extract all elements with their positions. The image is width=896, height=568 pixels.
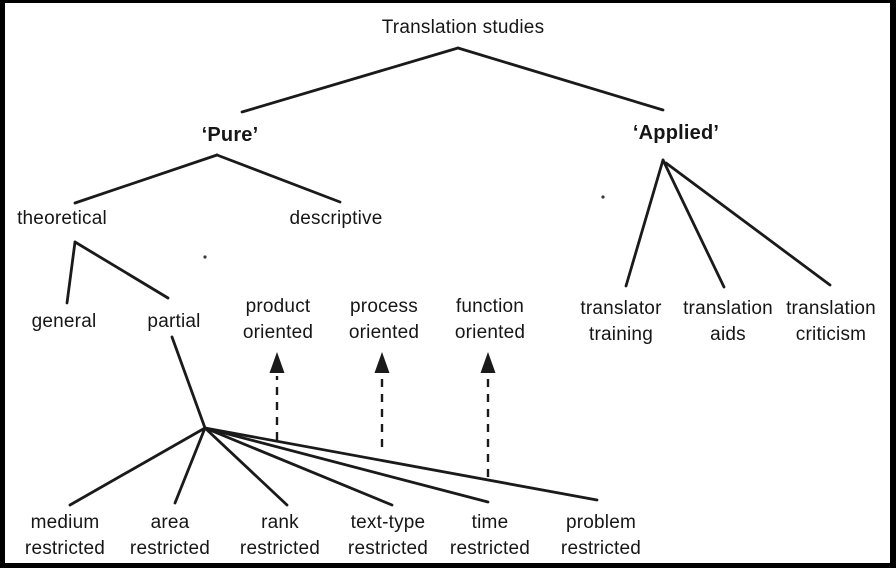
- up-arrowhead-icon: [374, 352, 390, 373]
- node-partial: partial: [147, 311, 201, 332]
- scan-speck: [601, 195, 605, 199]
- node-translation-criticism: translation criticism: [786, 298, 876, 345]
- edge-fan-medium: [68, 426, 207, 507]
- node-time-restricted: time restricted: [449, 512, 531, 559]
- edge-root-pure: [240, 46, 460, 114]
- node-general: general: [31, 311, 97, 332]
- edge-partial-fan: [170, 335, 207, 430]
- edge-fan-problem: [203, 426, 599, 502]
- node-function-oriented: function oriented: [454, 296, 526, 343]
- node-text-type-restricted: text-type restricted: [347, 512, 429, 559]
- edge-fan-time: [203, 426, 490, 504]
- arrow-to-product-oriented: [269, 352, 285, 440]
- edge-theoretical-partial: [73, 240, 170, 300]
- edge-fan-text-type: [203, 426, 394, 507]
- node-theoretical: theoretical: [17, 208, 107, 229]
- edge-fan-rank: [203, 426, 289, 507]
- edge-pure-theoretical: [73, 153, 219, 205]
- up-arrowhead-icon: [480, 352, 496, 373]
- node-translator-training: translator training: [580, 298, 662, 345]
- up-arrowhead-icon: [269, 352, 285, 373]
- edge-root-applied: [456, 46, 665, 112]
- node-descriptive: descriptive: [289, 208, 383, 229]
- edge-fan-area: [173, 426, 207, 505]
- node-rank-restricted: rank restricted: [239, 512, 321, 559]
- node-translation-studies: Translation studies: [381, 17, 545, 38]
- edge-theoretical-general: [65, 240, 77, 305]
- edge-applied-translation-aids: [661, 158, 726, 289]
- node-area-restricted: area restricted: [129, 512, 211, 559]
- edge-applied-translation-criticism: [664, 161, 832, 287]
- arrow-to-process-oriented: [374, 352, 390, 447]
- node-problem-restricted: problem restricted: [560, 512, 642, 559]
- node-translation-aids: translation aids: [683, 298, 773, 345]
- node-process-oriented: process oriented: [348, 296, 420, 343]
- arrow-to-function-oriented: [480, 352, 496, 477]
- node-medium-restricted: medium restricted: [24, 512, 106, 559]
- edge-applied-translator-training: [624, 158, 665, 288]
- node-applied: ‘Applied’: [632, 122, 720, 144]
- edge-pure-descriptive: [215, 153, 342, 204]
- scan-speck: [203, 255, 207, 259]
- node-pure: ‘Pure’: [201, 124, 259, 146]
- node-product-oriented: product oriented: [242, 296, 314, 343]
